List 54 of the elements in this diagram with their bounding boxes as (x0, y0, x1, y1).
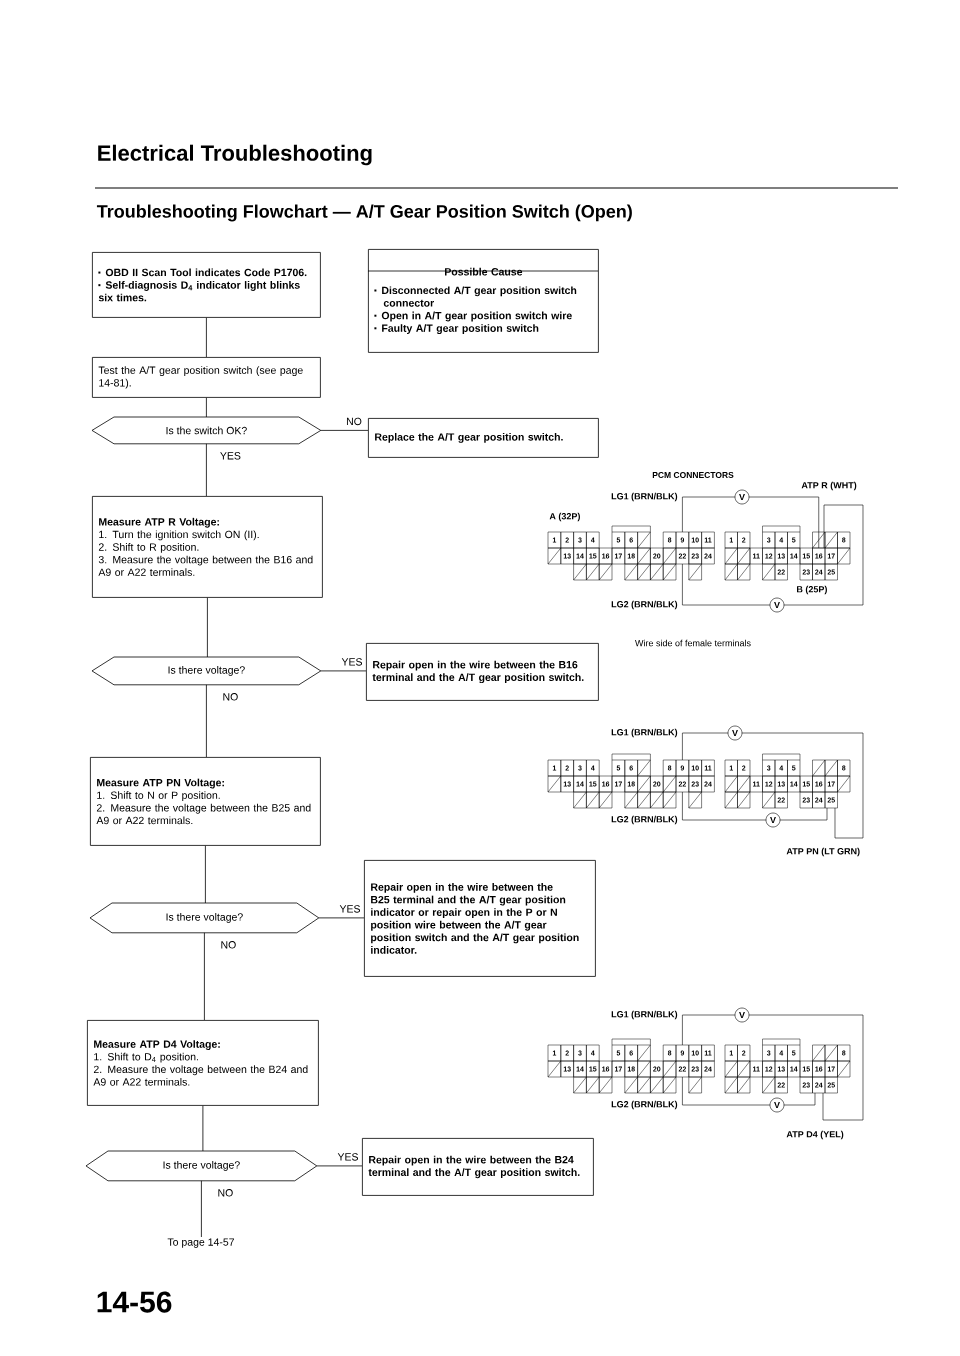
wire-label: LG1 (BRN/BLK) (611, 492, 678, 502)
connector-line (204, 932, 205, 1021)
terminal-label: ATP R (WHT) (801, 481, 857, 491)
connector-line (206, 397, 207, 418)
connector-line (320, 430, 369, 431)
edge-label: YES (218, 451, 242, 461)
label: V (774, 601, 780, 609)
connector-label: B (25P) (797, 585, 827, 595)
edge-label: NO (216, 1188, 235, 1198)
wire-label: LG2 (BRN/BLK) (611, 1100, 678, 1110)
wire-label: LG2 (BRN/BLK) (611, 815, 678, 825)
terminal-label: ATP D4 (YEL) (786, 1130, 844, 1140)
connector-line (206, 443, 207, 497)
edge-label: NO (219, 940, 238, 950)
wire-label: LG1 (BRN/BLK) (611, 728, 678, 738)
edge-label: NO (345, 416, 363, 427)
connector-line (318, 917, 365, 919)
connector-line (205, 845, 206, 904)
title: Troubleshooting Flowchart — A/T Gear Position Switch (Open) (96, 204, 632, 222)
edge-label: NO (221, 692, 240, 702)
label: V (732, 729, 738, 737)
wire-label: LG2 (BRN/BLK) (611, 600, 678, 610)
process-box: OBD II Scan Tool indicates Code P1706. Self-diagnosis D$_{4}$ indicator light blinks six times. (92, 252, 321, 318)
process-box: Measure ATP D4 Voltage: 1. Shift to D$_{4}$ position. 2. Measure the voltage between the B24 and A9 or A22 terminals. (87, 1020, 319, 1106)
process-box: Test the A/T gear position switch (see page 14-81). (92, 357, 321, 398)
process-box: Measure ATP R Voltage: 1. Turn the ignition switch ON (II). 2. Shift to R position. 3. Measure the voltage between the B16 and A9 or A22 terminals. (92, 496, 323, 598)
wire-label: LG1 (BRN/BLK) (611, 1010, 678, 1020)
connector-line (320, 670, 367, 672)
process-box: Measure ATP PN Voltage: 1. Shift to N or P position. 2. Measure the voltage between the B25 and A9 or A22 terminals. (90, 757, 321, 846)
process-box: Repair open in the wire between the B24 terminal and the A/T gear position switch. (362, 1138, 594, 1196)
process-box: Possible Cause Disconnected A/T gear position switch connector Open in A/T gear position switch wire Faulty A/T gear position switch (367, 249, 599, 353)
connector-line (202, 1105, 204, 1152)
connector-label: A (32P) (549, 512, 580, 522)
connector-line (206, 317, 207, 358)
terminal-label: ATP PN (LT GRN) (786, 847, 860, 857)
connector-line (316, 1165, 363, 1167)
process-box: Repair open in the wire between the B16 terminal and the A/T gear position switch. (366, 643, 599, 701)
page-number: 14-56 (97, 1291, 172, 1313)
section-heading: Electrical Troubleshooting (98, 144, 372, 166)
label: V (739, 493, 745, 501)
process-box: Replace the A/T gear position switch. (368, 418, 599, 458)
label: V (774, 1101, 780, 1109)
connector-text: To page 14-57 (167, 1238, 234, 1248)
connector-line (201, 1180, 202, 1238)
edge-label: YES (338, 904, 362, 914)
process-box: Repair open in the wire between the B25 terminal and the A/T gear position indicator or repair open in the P or N position wire between the A/T gear position switch and the A/T gear position indicator. (364, 860, 596, 977)
connector-heading: PCM CONNECTORS (652, 472, 734, 478)
edge-label: YES (336, 1152, 360, 1162)
connector-line (206, 684, 207, 758)
label: V (770, 816, 776, 824)
connector-line (207, 597, 208, 658)
note: Wire side of female terminals (635, 639, 751, 647)
label: V (739, 1011, 745, 1019)
edge-label: YES (340, 657, 364, 667)
